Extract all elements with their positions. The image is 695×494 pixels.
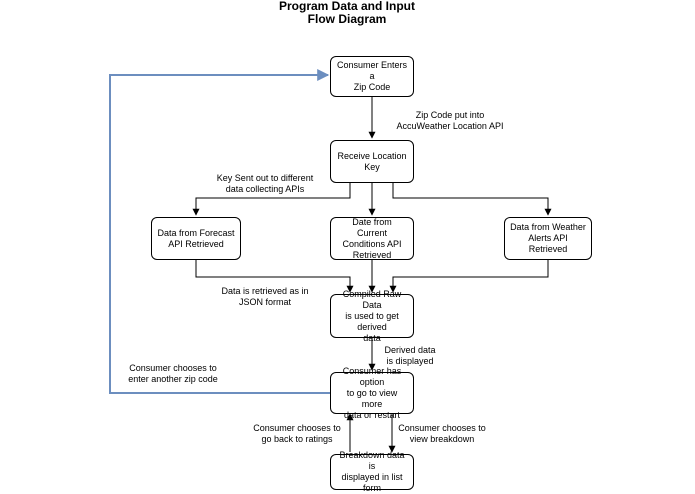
node-breakdown: Breakdown data is displayed in list form (330, 450, 414, 493)
node-enter-zip: Consumer Enters a Zip Code (330, 56, 414, 97)
node-weather-alerts: Data from Weather Alerts API Retrieved (504, 217, 592, 260)
node-forecast: Data from Forecast API Retrieved (151, 217, 241, 260)
label-derived-displayed: Derived data is displayed (384, 345, 436, 366)
node-current-conditions: Date from Current Conditions API Retriev… (330, 217, 414, 260)
node-consumer-option: Consumer has option to go to view more d… (330, 366, 414, 420)
edge-alerts-to-compiled (389, 260, 549, 293)
edge-key-to-alerts (392, 183, 552, 216)
edge-forecast-to-compiled (195, 260, 354, 293)
label-zip-to-api: Zip Code put into AccuWeather Location A… (396, 110, 504, 131)
node-receive-key: Receive Location Key (330, 140, 414, 183)
label-key-sent: Key Sent out to different data collectin… (216, 173, 314, 194)
label-another-zip: Consumer chooses to enter another zip co… (128, 363, 218, 384)
diagram-title: Program Data and Input Flow Diagram (247, 0, 447, 26)
label-json-format: Data is retrieved as in JSON format (221, 286, 309, 307)
title-line-2: Flow Diagram (307, 12, 387, 26)
edge-loop-to-zip (109, 69, 330, 394)
node-compiled-data: Compiled Raw Data is used to get derived… (330, 289, 414, 343)
title-line-1: Program Data and Input (278, 0, 415, 13)
label-back-to-ratings: Consumer chooses to go back to ratings (253, 423, 341, 444)
label-view-breakdown: Consumer chooses to view breakdown (398, 423, 486, 444)
edge-key-to-forecast (192, 183, 351, 216)
